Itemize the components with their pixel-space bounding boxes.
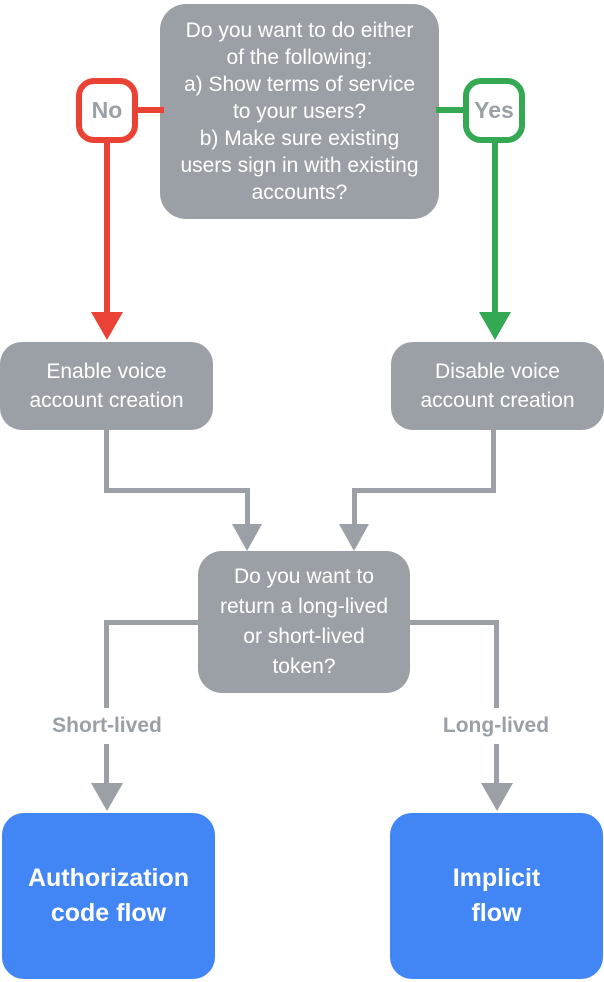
node-question-token: Do you want to return a long-lived or sh… — [198, 551, 410, 693]
long-lived-label-chip: Long-lived — [411, 708, 581, 744]
disable-connector-horizontal-line — [352, 488, 496, 493]
enable-arrowhead-icon — [232, 524, 262, 551]
enable-node-text: Enable voice account creation — [29, 360, 184, 412]
authorization-code-flow-text: Authorization code flow — [27, 864, 190, 927]
disable-connector-vertical-line — [491, 429, 496, 491]
implicit-flow-text: Implicit flow — [452, 864, 541, 927]
long-lived-label: Long-lived — [442, 714, 550, 737]
node-implicit-flow: Implicit flow — [390, 813, 603, 979]
short-lived-horizontal-line — [104, 620, 200, 625]
question-token-text: Do you want to return a long-lived or sh… — [219, 565, 389, 678]
disable-arrowhead-icon — [339, 524, 369, 551]
enable-connector-drop-line — [245, 488, 250, 526]
no-branch-vertical-line — [104, 140, 110, 314]
yes-arrowhead-icon — [479, 312, 511, 340]
no-branch-horizontal-line — [134, 107, 164, 113]
node-disable-voice-account-creation: Disable voice account creation — [391, 342, 604, 430]
question-terms-text: Do you want to do either of the followin… — [180, 19, 419, 204]
yes-badge: Yes — [463, 78, 525, 143]
long-lived-arrowhead-icon — [481, 783, 513, 811]
yes-branch-horizontal-line — [436, 107, 466, 113]
node-enable-voice-account-creation: Enable voice account creation — [0, 342, 213, 430]
yes-badge-label: Yes — [474, 97, 514, 123]
short-lived-label: Short-lived — [52, 714, 162, 737]
long-lived-horizontal-line — [408, 620, 499, 625]
no-arrowhead-icon — [91, 312, 123, 340]
long-lived-vertical-line — [494, 620, 499, 784]
short-lived-arrowhead-icon — [91, 783, 123, 811]
disable-connector-drop-line — [352, 488, 357, 526]
disable-node-text: Disable voice account creation — [420, 360, 575, 412]
node-question-terms: Do you want to do either of the followin… — [160, 4, 439, 219]
no-badge: No — [76, 78, 138, 143]
short-lived-label-chip: Short-lived — [22, 708, 192, 744]
enable-connector-horizontal-line — [104, 488, 250, 493]
yes-branch-vertical-line — [492, 140, 498, 314]
node-authorization-code-flow: Authorization code flow — [2, 813, 215, 979]
no-badge-label: No — [91, 97, 123, 123]
short-lived-vertical-line — [104, 620, 109, 784]
enable-connector-vertical-line — [104, 429, 109, 491]
